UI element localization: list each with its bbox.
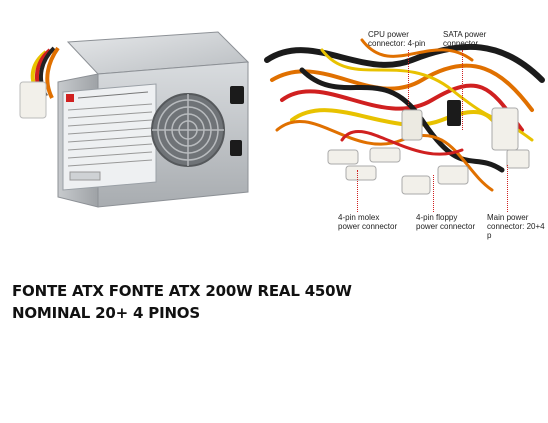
label-molex-power-connector: 4-pin molex power connector [338,213,398,231]
product-title-line2: NOMINAL 20+ 4 PINOS [12,304,200,322]
callout-line-molex [357,170,358,212]
label-floppy-power-connector: 4-pin floppy power connector [416,213,476,231]
callout-line-floppy [433,175,434,212]
product-title: FONTE ATX FONTE ATX 200W REAL 450W NOMIN… [12,280,412,324]
label-main-power-connector: Main power connector: 20+4 p [487,213,545,240]
connectors [327,100,530,195]
spec-label [62,83,157,191]
label-cpu-power-connector: CPU power connector: 4-pin [368,30,426,48]
callout-line-sata [462,50,463,130]
connector-block [19,81,47,119]
psu-photo [19,31,250,208]
fan-grille [151,93,225,167]
callout-line-main [507,165,508,212]
power-switch [230,140,242,156]
product-title-line1: FONTE ATX FONTE ATX 200W REAL 450W [12,282,352,300]
callout-line-cpu [408,50,409,105]
label-sata-power-connector: SATA power connector [443,30,487,48]
power-socket [230,86,244,104]
cables-photo [264,38,545,195]
